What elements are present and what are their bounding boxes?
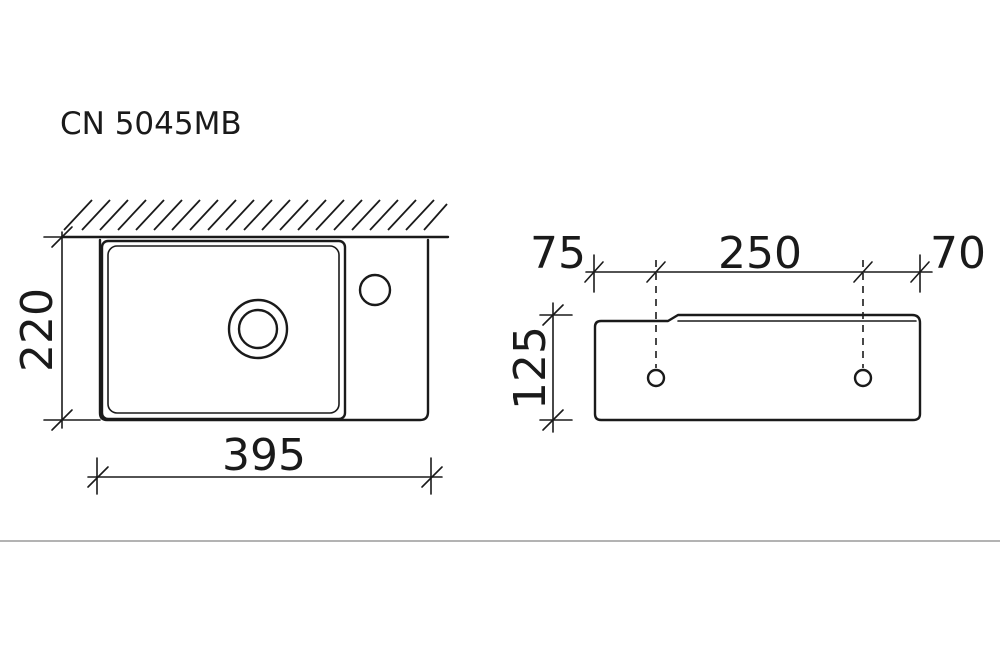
- top-view: 220 395: [12, 199, 450, 495]
- bowl-inner-rim: [107, 245, 340, 414]
- drain-outer-icon: [227, 298, 289, 360]
- depth-dimension: [43, 226, 101, 431]
- width-dimension: [87, 457, 443, 495]
- hole-spacing-label: 250: [718, 228, 802, 279]
- right-offset-label: 70: [930, 228, 986, 279]
- mounting-hole-right-icon: [853, 368, 873, 388]
- height-dimension: [539, 302, 573, 433]
- mounting-hole-left-icon: [646, 368, 666, 388]
- depth-label: 220: [12, 288, 63, 372]
- tap-hole-icon: [358, 273, 392, 307]
- height-label: 125: [505, 326, 556, 410]
- rear-body-outline: [593, 313, 922, 422]
- model-title: CN 5045MB: [60, 106, 242, 142]
- left-offset-label: 75: [530, 228, 586, 279]
- basin-outline: [98, 238, 430, 422]
- wall-hatching: [63, 199, 448, 231]
- hole-position-dimension: [584, 254, 933, 293]
- drain-inner-icon: [237, 308, 279, 350]
- rear-view: 75 250 70 125: [505, 228, 986, 433]
- width-label: 395: [222, 430, 306, 481]
- bowl-outer-rim: [100, 239, 347, 421]
